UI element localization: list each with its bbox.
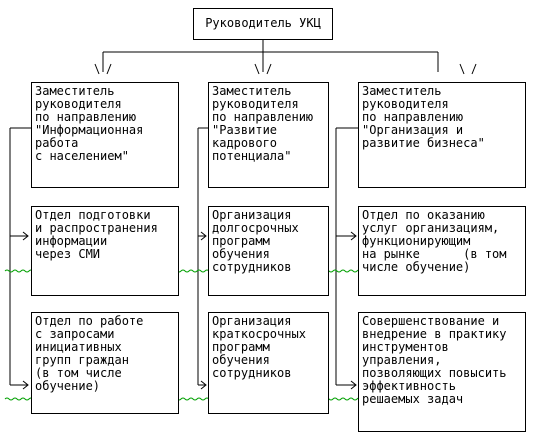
unit-box-requests: Отдел по работе с запросами инициативных…	[31, 312, 179, 414]
deputy-box-business: Заместитель руководителя по направлению …	[358, 82, 526, 188]
arrow-head-left	[94, 63, 112, 75]
deputy-label-info: Заместитель руководителя по направлению …	[35, 84, 144, 163]
unit-label-services: Отдел по оказанию услуг организациям, фу…	[362, 208, 507, 274]
arrow-head-right	[459, 63, 477, 75]
arrow-left-row2	[22, 231, 29, 241]
unit-label-media: Отдел подготовки и распространения инфор…	[35, 208, 158, 261]
deputy-box-info: Заместитель руководителя по направлению …	[31, 82, 179, 188]
unit-label-requests: Отдел по работе с запросами инициативных…	[35, 314, 144, 393]
unit-box-improvement: Совершенствование и внедрение в практику…	[358, 312, 526, 432]
unit-box-longterm: Организация долгосрочных программ обучен…	[208, 206, 329, 296]
head-label: Руководитель УКЦ	[205, 16, 321, 30]
deputy-box-hr: Заместитель руководителя по направлению …	[208, 82, 329, 188]
unit-label-shortterm: Организация краткосрочных программ обуче…	[212, 314, 306, 380]
unit-box-shortterm: Организация краткосрочных программ обуче…	[208, 312, 329, 414]
arrow-mid-row3	[200, 380, 207, 390]
arrow-head-mid	[254, 63, 272, 75]
arrow-left-row3	[22, 380, 29, 390]
unit-label-longterm: Организация долгосрочных программ обучен…	[212, 208, 299, 274]
arrow-mid-row2	[200, 231, 207, 241]
unit-box-media: Отдел подготовки и распространения инфор…	[31, 206, 179, 296]
unit-label-improvement: Совершенствование и внедрение в практику…	[362, 314, 507, 406]
head-box: Руководитель УКЦ	[193, 8, 333, 40]
arrow-right-row2	[350, 231, 357, 241]
unit-box-services: Отдел по оказанию услуг организациям, фу…	[358, 206, 526, 296]
deputy-label-business: Заместитель руководителя по направлению …	[362, 84, 485, 150]
arrow-right-row3	[350, 380, 357, 390]
deputy-label-hr: Заместитель руководителя по направлению …	[212, 84, 314, 163]
